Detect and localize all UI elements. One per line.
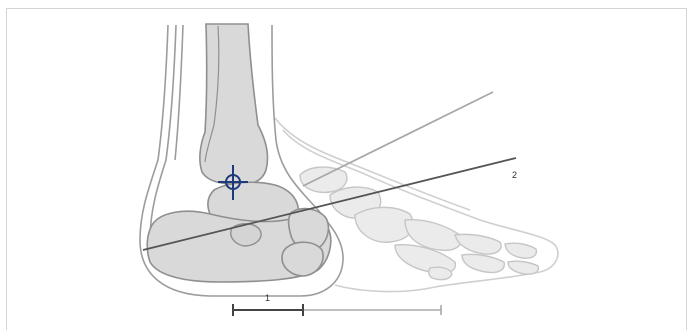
scale-bar — [233, 304, 441, 316]
tibia-bone — [200, 24, 268, 184]
faded-foot-bones — [300, 167, 538, 280]
cuboid-bone — [282, 242, 323, 276]
reference-line-light — [303, 92, 493, 186]
line-marker-label: 2 — [512, 170, 517, 180]
scale-marker-label: 1 — [265, 293, 270, 303]
